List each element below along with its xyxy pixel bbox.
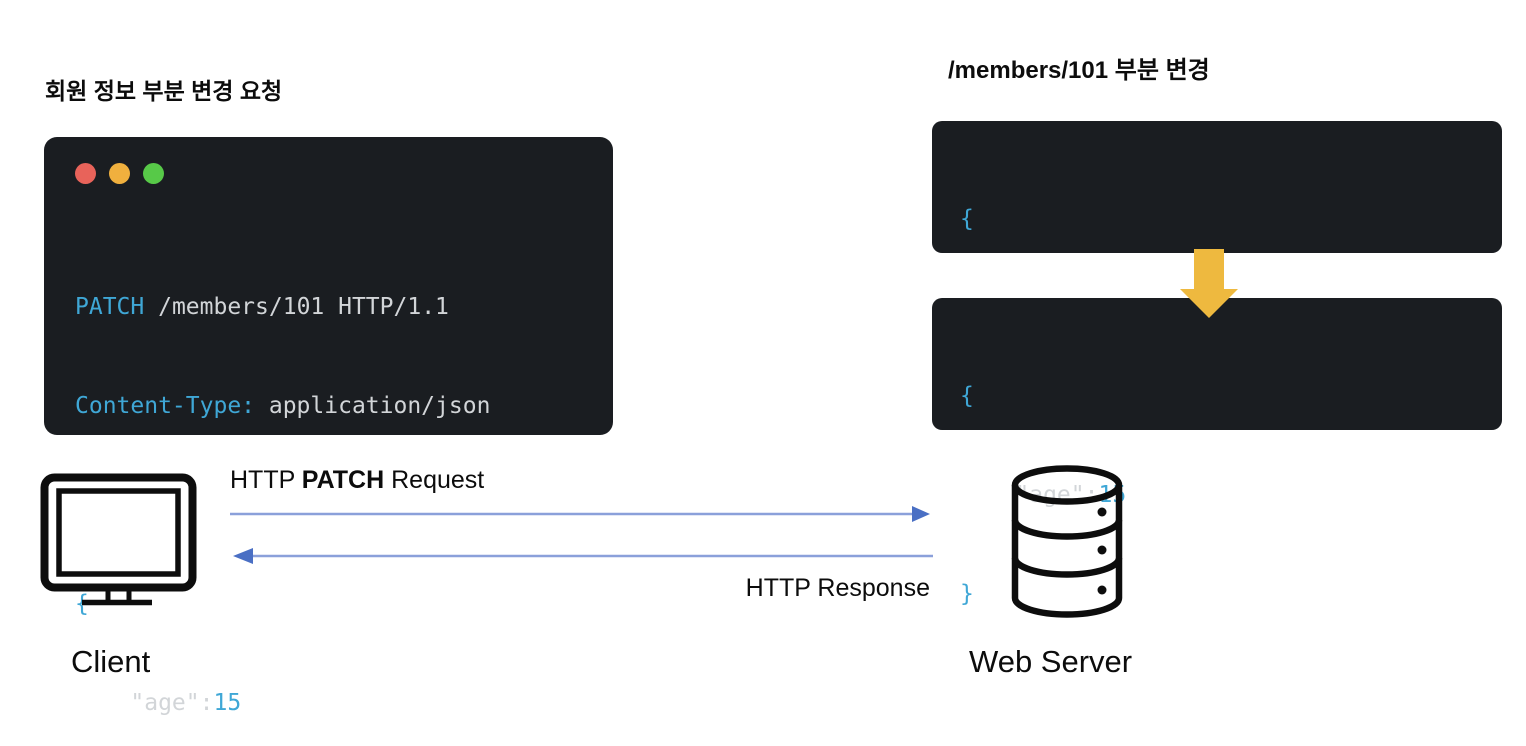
json-value: 15 (213, 690, 242, 716)
request-arrow (230, 506, 930, 522)
minimize-window-icon (109, 163, 130, 184)
request-section-title: 회원 정보 부분 변경 요청 (45, 78, 283, 104)
change-arrow-down-icon (1180, 249, 1238, 318)
response-arrow (233, 548, 933, 564)
http-method-emphasis: PATCH (301, 466, 385, 494)
header-value: application/json (255, 393, 491, 419)
client-monitor-icon (40, 473, 197, 606)
json-open-brace: { (960, 206, 974, 232)
request-terminal-window: PATCH /members/101 HTTP/1.1 Content-Type… (44, 137, 613, 716)
http-request-label: HTTP PATCH Request (230, 466, 485, 494)
http-request-code: PATCH /members/101 HTTP/1.1 Content-Type… (75, 225, 490, 746)
resource-state-before: { "age":50 } (932, 121, 1502, 430)
request-line: PATCH /members/101 HTTP/1.1 (75, 291, 490, 324)
resource-change-title: /members/101 부분 변경 (948, 57, 1210, 84)
http-method: PATCH (75, 294, 145, 320)
json-body-line: "age":15 (75, 687, 490, 720)
http-response-label: HTTP Response (745, 574, 930, 602)
request-target: /members/101 HTTP/1.1 (144, 294, 449, 320)
client-label: Client (71, 644, 151, 679)
content-type-header: Content-Type: application/json (75, 390, 490, 423)
web-server-database-icon (1011, 465, 1123, 618)
json-open-brace: { (960, 383, 974, 409)
json-field: "age": (75, 690, 214, 716)
web-server-label: Web Server (969, 644, 1133, 679)
json-close-brace: } (960, 581, 974, 607)
json-open-brace: { (75, 591, 89, 617)
window-controls (75, 163, 164, 184)
header-name: Content-Type: (75, 393, 256, 419)
close-window-icon (75, 163, 96, 184)
resource-state-after: { "age":15 } (932, 298, 1502, 607)
maximize-window-icon (143, 163, 164, 184)
